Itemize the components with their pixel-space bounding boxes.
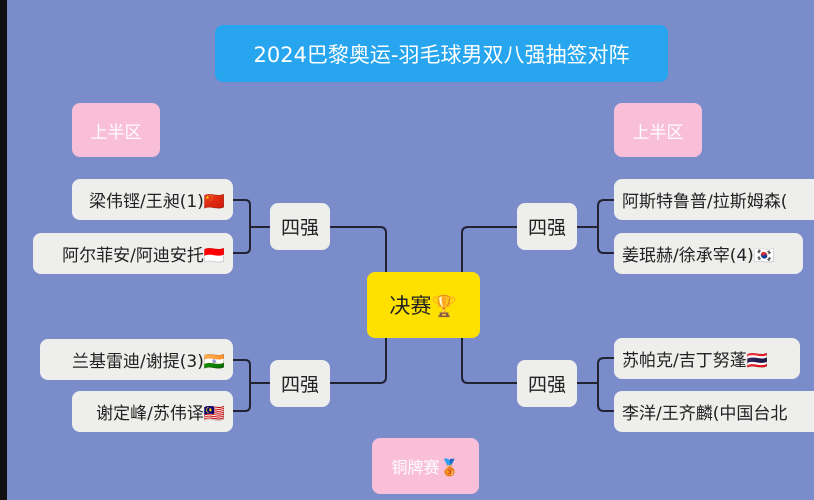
team-right-4: 李洋/王齐麟(中国台北 <box>614 391 814 432</box>
right-half-label: 上半区 <box>614 103 702 157</box>
bronze-match-node: 铜牌赛🥉 <box>372 438 479 494</box>
page-title: 2024巴黎奥运-羽毛球男双八强抽签对阵 <box>215 25 668 82</box>
team-right-2: 姜珉赫/徐承宰(4)🇰🇷 <box>614 233 803 274</box>
semi-right-bottom: 四强 <box>517 360 577 407</box>
left-edge-strip <box>0 0 7 500</box>
semi-left-top: 四强 <box>270 203 330 250</box>
final-node: 决赛🏆 <box>367 272 480 338</box>
semi-left-bottom: 四强 <box>270 360 330 407</box>
team-left-4: 谢定峰/苏伟译🇲🇾 <box>72 391 233 432</box>
left-half-label: 上半区 <box>72 103 160 157</box>
team-left-3: 兰基雷迪/谢提(3)🇮🇳 <box>40 339 233 380</box>
team-left-2: 阿尔菲安/阿迪安托🇮🇩 <box>33 233 233 274</box>
team-right-1: 阿斯特鲁普/拉斯姆森( <box>614 179 814 220</box>
semi-right-top: 四强 <box>517 203 577 250</box>
team-right-3: 苏帕克/吉丁努蓬🇹🇭 <box>614 338 800 379</box>
team-left-1: 梁伟铿/王昶(1)🇨🇳 <box>72 179 233 220</box>
